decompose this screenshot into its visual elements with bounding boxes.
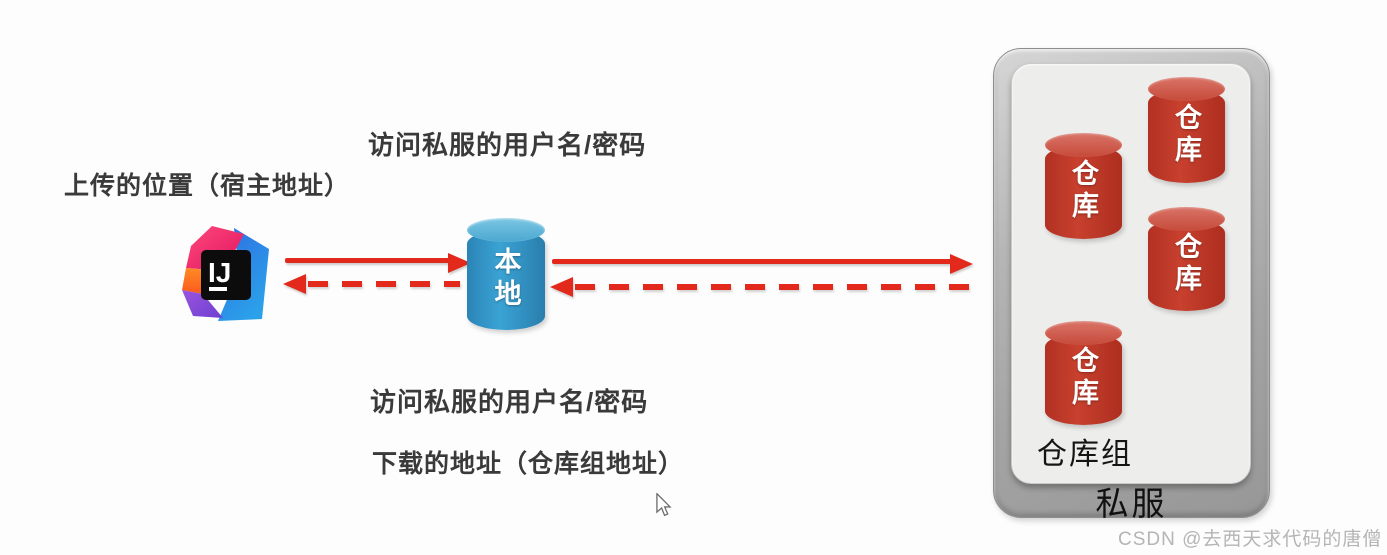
csdn-watermark: CSDN @去西天求代码的唐僧 [1118,529,1383,550]
cylinder-body [467,230,545,330]
arrow-local-to-server-line [552,259,952,264]
cylinder-body [1148,89,1225,183]
cylinder-top [1148,207,1225,231]
arrow-server-to-local-head-icon [550,277,573,297]
cylinder-top [1045,133,1122,157]
local-repo-cylinder: 本地 [467,218,545,330]
repo-label: 仓库 [1068,346,1098,410]
ij-logo-text: IJ [208,257,231,288]
cylinder-body [1045,145,1122,239]
mouse-cursor-icon [656,493,672,517]
private-server-label: 私服 [1095,485,1168,522]
arrow-local-to-server-head-icon [950,254,973,274]
private-server-box: 仓库组 私服 [993,48,1270,522]
cylinder-top [1148,77,1225,101]
arrow-ide-to-local-line [285,258,451,263]
repo-cylinder-3: 仓库 [1148,207,1225,311]
cylinder-body [1148,219,1225,311]
caption-upload-location: 上传的位置（宿主地址） [64,172,351,200]
repo-label: 仓库 [1068,159,1098,223]
arrow-server-to-local-dashed-line [575,284,973,290]
cylinder-body [1045,333,1122,425]
arrow-ide-to-local-head-icon [448,253,471,273]
cylinder-top [467,218,545,242]
intellij-idea-logo-icon: IJ [182,226,269,321]
repo-group-label: 仓库组 [1037,438,1133,471]
local-repo-label: 本地 [490,247,521,311]
repo-cylinder-2: 仓库 [1045,133,1122,239]
repo-label: 仓库 [1171,103,1201,167]
caption-auth-top: 访问私服的用户名/密码 [368,130,647,160]
repo-cylinder-4: 仓库 [1045,321,1122,425]
arrow-local-to-ide-head-icon [283,274,306,294]
repo-cylinder-1: 仓库 [1148,77,1225,183]
repo-label: 仓库 [1171,232,1201,296]
arrow-local-to-ide-dashed-line [308,281,460,287]
caption-download-address: 下载的地址（仓库组地址） [372,450,685,478]
cylinder-top [1045,321,1122,345]
caption-auth-bottom: 访问私服的用户名/密码 [370,387,649,417]
